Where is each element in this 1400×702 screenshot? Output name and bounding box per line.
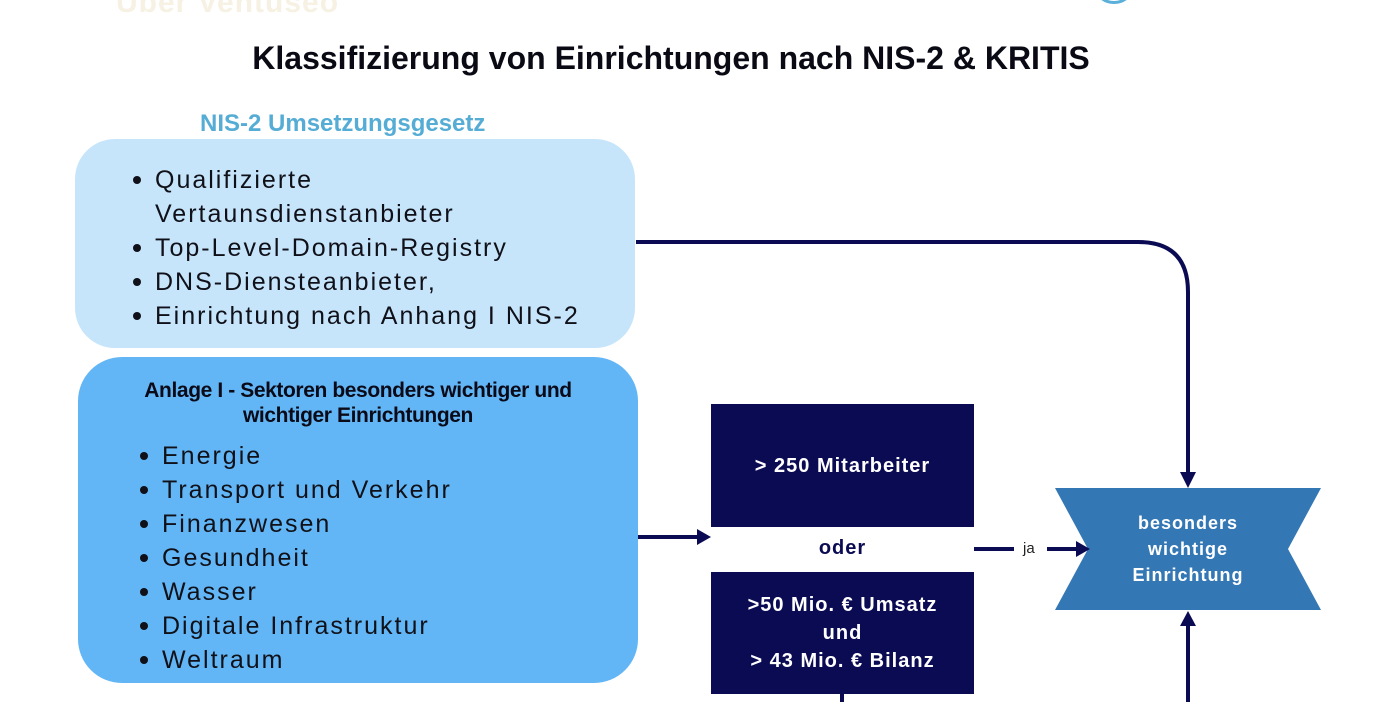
- revenue-label: >50 Mio. € Umsatz: [747, 594, 938, 616]
- sector-list-item: Wasser: [140, 575, 622, 609]
- bullet-icon: [133, 244, 141, 252]
- revenue-criterion-box: >50 Mio. € Umsatz und > 43 Mio. € Bilanz: [711, 572, 974, 694]
- sector-list-item: Weltraum: [140, 643, 622, 677]
- bullet-icon: [140, 486, 148, 494]
- sector-list: Energie Transport und Verkehr Finanzwese…: [140, 439, 622, 677]
- anlage-title: Anlage I - Sektoren besonders wichtiger …: [144, 379, 572, 427]
- nis2-item-label: Top-Level-Domain-Registry: [155, 234, 508, 262]
- bullet-icon: [140, 588, 148, 596]
- result-line-3: Einrichtung: [1132, 565, 1244, 585]
- arrow-right-icon: [1076, 541, 1090, 557]
- bullet-icon: [140, 554, 148, 562]
- nis2-list: Qualifizierte Vertaunsdienstanbieter Top…: [133, 163, 615, 333]
- nis2-heading: NIS-2 Umsetzungsgesetz: [200, 110, 486, 137]
- sector-label: Transport und Verkehr: [162, 476, 452, 504]
- sector-label: Digitale Infrastruktur: [162, 612, 430, 640]
- sector-label: Wasser: [162, 578, 258, 606]
- nis2-list-item: Einrichtung nach Anhang I NIS-2: [133, 299, 615, 333]
- result-label-group: besonders wichtige Einrichtung: [1075, 495, 1301, 603]
- sector-label: Energie: [162, 442, 263, 470]
- sector-label: Weltraum: [162, 646, 285, 674]
- sector-list-item: Digitale Infrastruktur: [140, 609, 622, 643]
- sector-list-item: Finanzwesen: [140, 507, 622, 541]
- nis2-list-item: DNS-Diensteanbieter,: [133, 265, 615, 299]
- result-shape: [1055, 488, 1321, 610]
- nis2-box: Qualifizierte Vertaunsdienstanbieter Top…: [75, 139, 635, 348]
- arrow-right-icon: [697, 529, 711, 545]
- or-connector-label: oder: [818, 537, 867, 559]
- nis2-to-result-connector: [636, 240, 1190, 472]
- nis2-item-label: Einrichtung nach Anhang I NIS-2: [155, 302, 580, 330]
- result-line-1: besonders: [1137, 513, 1239, 533]
- nis2-list-item: Top-Level-Domain-Registry: [133, 231, 615, 265]
- employees-criterion-box: > 250 Mitarbeiter: [711, 404, 974, 527]
- sector-label: Gesundheit: [162, 544, 310, 572]
- bullet-icon: [133, 176, 141, 184]
- sector-list-item: Gesundheit: [140, 541, 622, 575]
- sector-list-item: Energie: [140, 439, 622, 473]
- sector-list-item: Transport und Verkehr: [140, 473, 622, 507]
- bullet-icon: [133, 278, 141, 286]
- nis2-item-label: DNS-Diensteanbieter,: [155, 268, 437, 296]
- arrow-down-icon: [1180, 472, 1196, 488]
- employees-criterion-label: > 250 Mitarbeiter: [754, 454, 931, 477]
- bullet-icon: [140, 656, 148, 664]
- faded-section-heading: Über Ventuseo: [116, 0, 340, 19]
- result-line-2: wichtige: [1147, 539, 1228, 559]
- yes-label: ja: [1023, 540, 1035, 557]
- bullet-icon: [140, 452, 148, 460]
- anlage-box: Anlage I - Sektoren besonders wichtiger …: [78, 357, 638, 683]
- arrow-up-icon: [1180, 611, 1196, 626]
- bullet-icon: [140, 520, 148, 528]
- and-label: und: [822, 622, 863, 644]
- nis2-list-item: Qualifizierte Vertaunsdienstanbieter: [133, 163, 615, 231]
- bullet-icon: [133, 312, 141, 320]
- nis2-item-label: Qualifizierte Vertaunsdienstanbieter: [155, 166, 455, 228]
- balance-label: > 43 Mio. € Bilanz: [750, 650, 935, 672]
- sector-label: Finanzwesen: [162, 510, 332, 538]
- page-title: Klassifizierung von Einrichtungen nach N…: [252, 40, 1090, 76]
- bullet-icon: [140, 622, 148, 630]
